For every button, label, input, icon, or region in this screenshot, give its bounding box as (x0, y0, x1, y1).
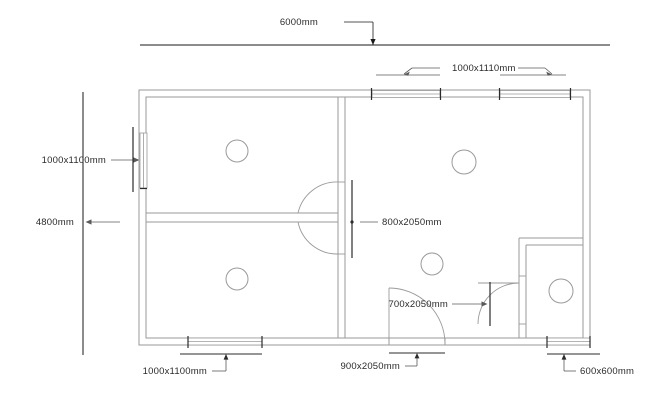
label-bathroom-door: 700x2050mm (388, 299, 448, 310)
label-left-window: 1000x1100mm (42, 155, 106, 166)
interior-walls (146, 97, 583, 338)
door-interior-800-callout: 800x2050mm (350, 180, 441, 258)
label-overall-width: 6000mm (280, 17, 318, 28)
exterior-walls (138, 89, 591, 346)
door-entry-900 (388, 287, 446, 345)
ceiling-light-top-left (225, 139, 249, 163)
window-top-2 (498, 88, 572, 100)
ceiling-light-right-lower (420, 252, 444, 276)
left-window-callout: 1000x1100mm (42, 155, 140, 166)
window-bottom-left (187, 336, 263, 348)
label-bathroom-window: 600x600mm (580, 366, 634, 377)
ceiling-fixtures (225, 139, 574, 304)
label-top-windows: 1000x1110mm (452, 63, 516, 74)
door-interior-800 (297, 181, 345, 255)
top-windows-callout: 1000x1110mm (376, 63, 566, 76)
label-bottom-window: 1000x1100mm (143, 366, 207, 377)
ceiling-light-right-main (451, 149, 477, 175)
label-interior-door: 800x2050mm (382, 217, 442, 228)
door-entry-900-callout: 900x2050mm (340, 352, 445, 372)
door-bathroom-700-callout: 700x2050mm (388, 282, 491, 326)
label-overall-height: 4800mm (36, 217, 74, 228)
window-left (132, 127, 148, 192)
ceiling-light-bathroom (548, 278, 574, 304)
ceiling-light-bottom-left (225, 267, 249, 291)
window-top-1 (370, 88, 442, 100)
bathroom-window-callout: 600x600mm (547, 353, 634, 377)
window-bathroom (546, 336, 591, 348)
top-overall-dimension: 6000mm (140, 17, 610, 46)
left-overall-dimension: 4800mm (36, 92, 120, 355)
bottom-window-callout: 1000x1100mm (143, 353, 262, 377)
label-entry-door: 900x2050mm (340, 361, 400, 372)
